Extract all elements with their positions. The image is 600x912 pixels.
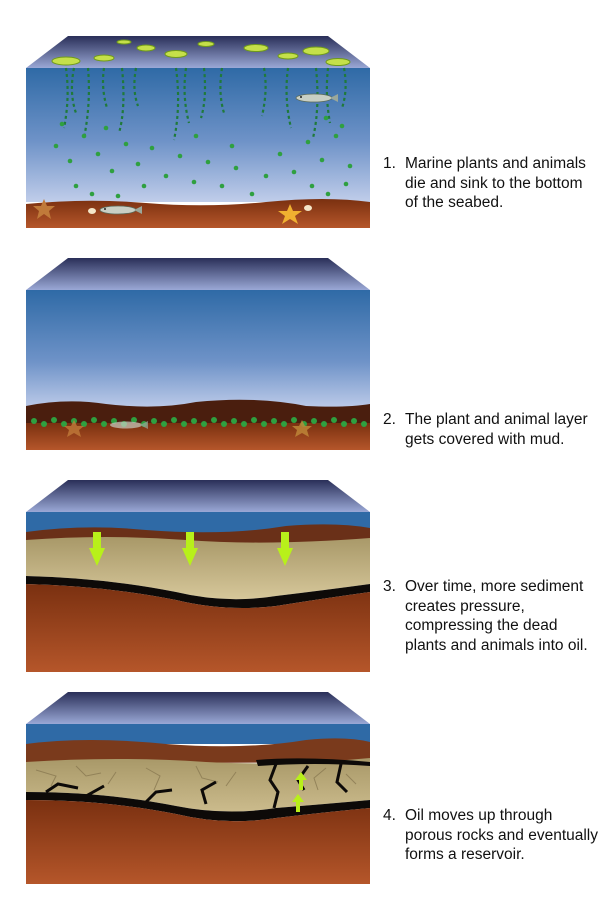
step-number: 4. <box>383 807 396 824</box>
arrow-up-icon <box>292 794 304 812</box>
step-text: Oil moves up through porous rocks and ev… <box>405 807 599 863</box>
water-surface <box>26 692 370 724</box>
starfish-icon <box>33 199 55 219</box>
arrow-down-icon <box>277 532 293 566</box>
fish-icon <box>295 93 338 103</box>
plant-icon <box>62 67 347 141</box>
step-number: 1. <box>383 155 396 172</box>
step-text: Over time, more sediment creates pressur… <box>405 578 588 654</box>
fish-icon <box>99 205 142 215</box>
oil-layer <box>26 576 370 608</box>
porous-rock-layer <box>26 758 370 812</box>
step-2: 2. The plant and animal layer gets cover… <box>383 410 598 449</box>
mud-layer <box>26 738 370 764</box>
plant-animal-layer <box>31 417 367 427</box>
shell-icon <box>88 208 96 214</box>
arrow-down-icon <box>182 532 198 566</box>
panel-3-pressure-compression <box>26 480 370 672</box>
step-3: 3. Over time, more sediment creates pres… <box>383 577 598 655</box>
seabed <box>26 423 370 450</box>
water-surface <box>26 258 370 290</box>
sinking-debris <box>53 115 353 199</box>
arrow-up-icon <box>295 772 307 790</box>
shell-icon <box>304 205 312 211</box>
step-text: The plant and animal layer gets covered … <box>405 411 588 448</box>
rock-cracks <box>35 765 357 791</box>
panel-4-reservoir <box>26 692 370 884</box>
step-text: Marine plants and animals die and sink t… <box>405 155 586 211</box>
step-1: 1. Marine plants and animals die and sin… <box>383 154 598 213</box>
mud-layer <box>26 399 370 423</box>
step-number: 2. <box>383 411 396 428</box>
seabed <box>26 800 370 884</box>
fish-icon <box>110 421 148 429</box>
step-4: 4. Oil moves up through porous rocks and… <box>383 806 598 865</box>
step-number: 3. <box>383 578 396 595</box>
lily-pads <box>51 39 351 66</box>
water-surface <box>26 480 370 512</box>
oil-layer <box>26 792 370 822</box>
water-body <box>26 290 370 410</box>
reservoir-cap <box>256 758 370 766</box>
starfish-icon <box>64 420 84 437</box>
seabed <box>26 199 370 228</box>
seabed <box>26 584 370 672</box>
starfish-icon <box>278 204 302 224</box>
panel-1-marine-life-sinks <box>26 36 370 228</box>
panel-2-covered-with-mud <box>26 258 370 450</box>
starfish-icon <box>292 420 312 437</box>
water-body <box>26 724 370 744</box>
arrow-down-icon <box>89 532 105 566</box>
